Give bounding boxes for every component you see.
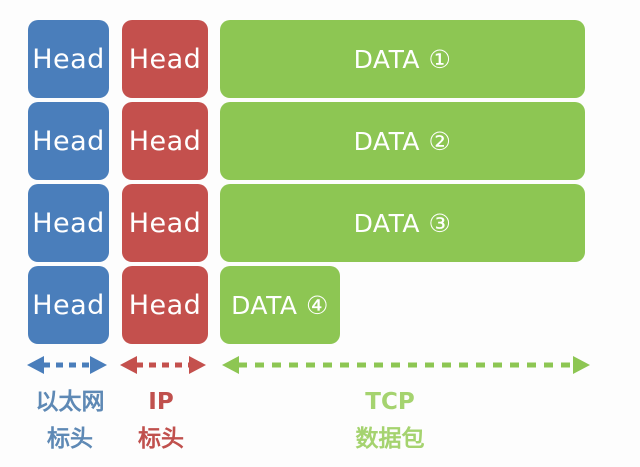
tcp-data-box: DATA ① [220, 20, 585, 98]
arrowhead-left-icon [222, 356, 239, 374]
tcp-packet-legend: TCP 数据包 [298, 384, 482, 458]
ethernet-head-box: Head [28, 266, 109, 344]
tcp-data-box: DATA ④ [220, 266, 340, 344]
arrowhead-right-icon [573, 356, 590, 374]
ip-head-box: Head [122, 266, 208, 344]
ip-head-box: Head [122, 102, 208, 180]
ethernet-header-legend: 以太网 标头 [16, 384, 124, 458]
tcp-data-box: DATA ③ [220, 184, 585, 262]
arrowhead-right-icon [189, 356, 206, 374]
tcp-span-arrow-icon [222, 356, 590, 374]
tcp-data-box: DATA ② [220, 102, 585, 180]
legend-line: 以太网 [35, 389, 105, 415]
legend-line: TCP [365, 389, 415, 415]
ip-head-box: Head [122, 20, 208, 98]
arrowhead-right-icon [90, 356, 107, 374]
ethernet-span-arrow-icon [27, 356, 107, 374]
legend-line: 标头 [138, 426, 184, 452]
arrowhead-left-icon [27, 356, 44, 374]
ethernet-head-box: Head [28, 20, 109, 98]
ip-head-box: Head [122, 184, 208, 262]
arrowhead-left-icon [120, 356, 137, 374]
ip-span-arrow-icon [120, 356, 206, 374]
legend-line: 数据包 [355, 426, 425, 452]
ethernet-head-box: Head [28, 102, 109, 180]
ethernet-head-box: Head [28, 184, 109, 262]
ip-header-legend: IP 标头 [116, 384, 206, 458]
legend-line: IP [148, 389, 174, 415]
legend-line: 标头 [47, 426, 93, 452]
